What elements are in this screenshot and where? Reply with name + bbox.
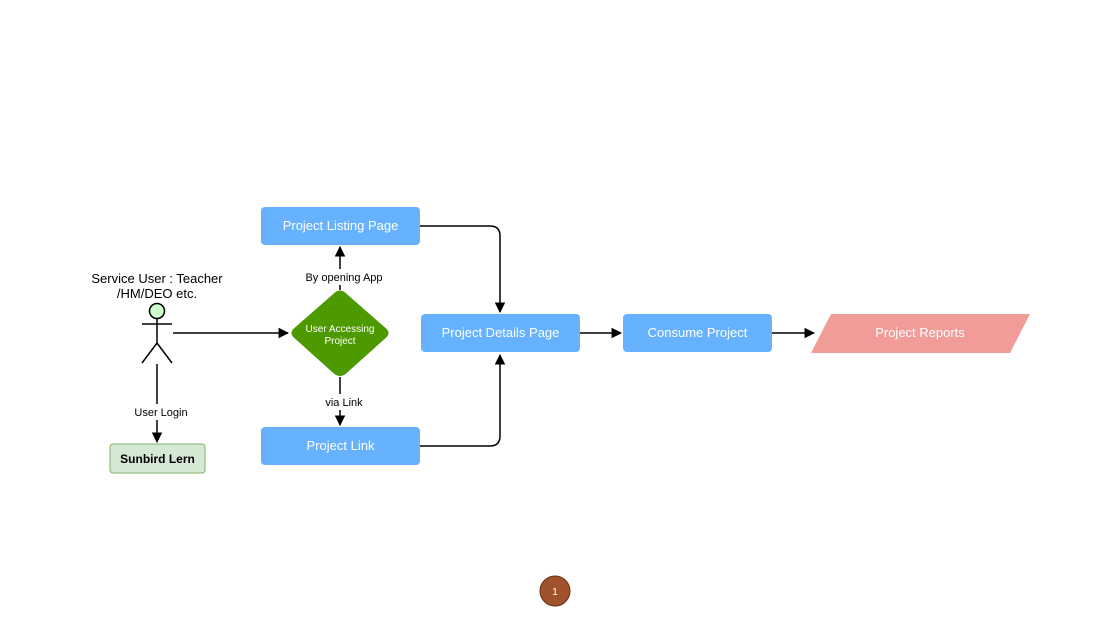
- edge-label-user-login: User Login: [134, 407, 187, 419]
- node-project-link-label: Project Link: [307, 438, 375, 453]
- node-project-reports[interactable]: [811, 314, 1030, 353]
- node-project-details-page[interactable]: [421, 314, 580, 352]
- node-project-reports-label: Project Reports: [875, 325, 965, 340]
- node-project-details-page-label: Project Details Page: [442, 325, 560, 340]
- node-project-link[interactable]: [261, 427, 420, 465]
- edge-label-bg-opening-app: [298, 269, 390, 285]
- actor-label-line2: /HM/DEO etc.: [117, 286, 197, 301]
- node-project-listing-page[interactable]: [261, 207, 420, 245]
- node-decision-user-accessing-project[interactable]: [291, 290, 389, 376]
- actor-head: [148, 302, 166, 320]
- actor-right-leg: [156, 342, 173, 364]
- edge-label-bg-user-login: [128, 404, 194, 420]
- actor-label-line1: Service User : Teacher: [91, 271, 223, 286]
- edge-link-to-details: [420, 353, 506, 447]
- edge-listing-to-details: [420, 225, 506, 314]
- node-sunbird-lern[interactable]: [109, 443, 206, 474]
- node-decision-label-line2: Project: [324, 336, 355, 347]
- node-sunbird-lern-label: Sunbird Lern: [120, 452, 195, 466]
- page-badge[interactable]: [539, 575, 571, 607]
- node-decision-label-line1: User Accessing: [306, 324, 375, 335]
- actor-left-leg: [141, 342, 158, 364]
- node-consume-project-label: Consume Project: [648, 325, 748, 340]
- edge-label-bg-via-link: [318, 394, 370, 410]
- edge-label-via-link: via Link: [325, 397, 363, 409]
- page-badge-number: 1: [552, 587, 558, 598]
- actor-figure: [141, 302, 173, 364]
- node-consume-project[interactable]: [623, 314, 772, 352]
- node-project-listing-page-label: Project Listing Page: [283, 218, 399, 233]
- edge-label-by-opening-app: By opening App: [305, 272, 382, 284]
